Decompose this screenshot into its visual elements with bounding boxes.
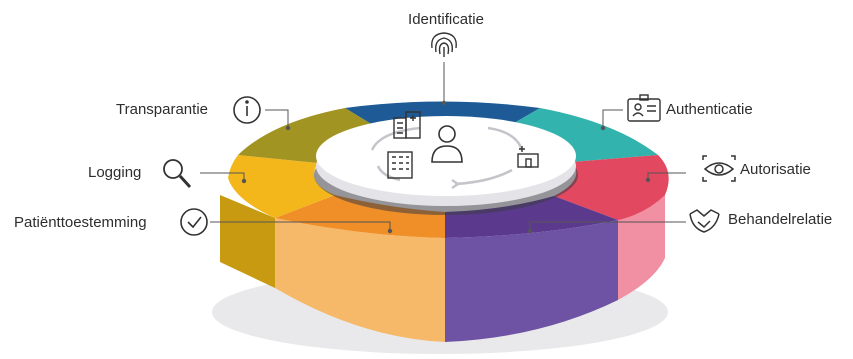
checkmark-circle-icon [180, 208, 208, 236]
segment-patienttoestemming [275, 195, 445, 238]
clinic-icon [517, 146, 539, 168]
building-icon [387, 151, 413, 179]
side-behandelrelatie [445, 220, 618, 342]
label-transparantie: Transparantie [116, 101, 208, 118]
hospital-icon [393, 111, 421, 139]
cylinder-sides [220, 180, 665, 342]
fingerprint-icon [431, 32, 457, 57]
side-logging [220, 195, 275, 288]
label-logging: Logging [88, 164, 141, 181]
inner-disk [316, 116, 576, 196]
ring-top [228, 101, 669, 238]
segment-transparantie [238, 108, 386, 163]
segment-behandelrelatie [445, 196, 618, 238]
side-autorisatie [618, 180, 665, 300]
magnifier-icon [163, 159, 192, 189]
side-patienttoestemming [275, 218, 445, 342]
label-patienttoestemming: Patiënttoestemming [14, 214, 147, 231]
label-authenticatie: Authenticatie [666, 101, 753, 118]
segment-authenticatie [497, 108, 658, 162]
label-identificatie: Identificatie [408, 11, 484, 28]
id-card-icon [627, 94, 661, 122]
info-icon [233, 96, 261, 124]
handshake-icon [689, 209, 720, 233]
eye-icon [702, 155, 736, 182]
label-autorisatie: Autorisatie [740, 161, 811, 178]
person-icon [431, 125, 463, 163]
segment-autorisatie [554, 155, 669, 220]
callout-dots [241, 100, 651, 234]
callout-lines [200, 62, 686, 231]
label-behandelrelatie: Behandelrelatie [728, 211, 832, 228]
segment-logging [228, 155, 335, 218]
cycle-arrows-icon [370, 126, 524, 190]
